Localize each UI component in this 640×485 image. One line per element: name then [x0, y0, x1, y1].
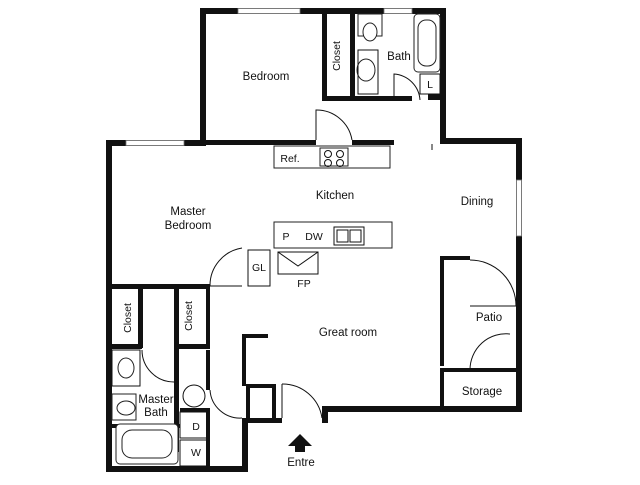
- entry-arrow-icon: [288, 434, 312, 452]
- master-bath-fixtures: [111, 349, 209, 467]
- label-master-bath-line2: Bath: [144, 407, 168, 419]
- label-entry: Entre: [287, 457, 315, 469]
- label-master-bedroom-line1: Master: [170, 206, 205, 218]
- label-kitchen: Kitchen: [316, 190, 354, 202]
- label-patio: Patio: [476, 312, 502, 324]
- room-labels: Bedroom Bath Closet L Ref. Kitchen Dinin…: [122, 41, 502, 469]
- label-dryer: D: [192, 421, 200, 433]
- label-bath: Bath: [387, 51, 411, 63]
- label-dishwasher: DW: [305, 231, 323, 243]
- label-master-bedroom-line2: Bedroom: [165, 220, 212, 232]
- label-master-bath-line1: Master: [138, 394, 173, 406]
- label-fireplace: FP: [297, 278, 310, 290]
- label-closet-mid: Closet: [183, 301, 195, 331]
- label-washer: W: [191, 447, 201, 459]
- label-glass: GL: [252, 262, 266, 274]
- label-bedroom: Bedroom: [243, 71, 290, 83]
- label-closet-top: Closet: [331, 41, 343, 71]
- label-refrigerator: Ref.: [280, 153, 299, 165]
- label-laundry: L: [427, 79, 433, 91]
- doors: [141, 73, 517, 419]
- top-bath-fixtures: [356, 13, 441, 95]
- label-dining: Dining: [461, 196, 494, 208]
- windows: [125, 8, 522, 237]
- label-closet-left: Closet: [122, 303, 134, 333]
- label-pantry: P: [282, 231, 289, 243]
- kitchen-counters: [247, 145, 393, 287]
- label-great-room: Great room: [319, 327, 377, 339]
- label-storage: Storage: [462, 386, 502, 398]
